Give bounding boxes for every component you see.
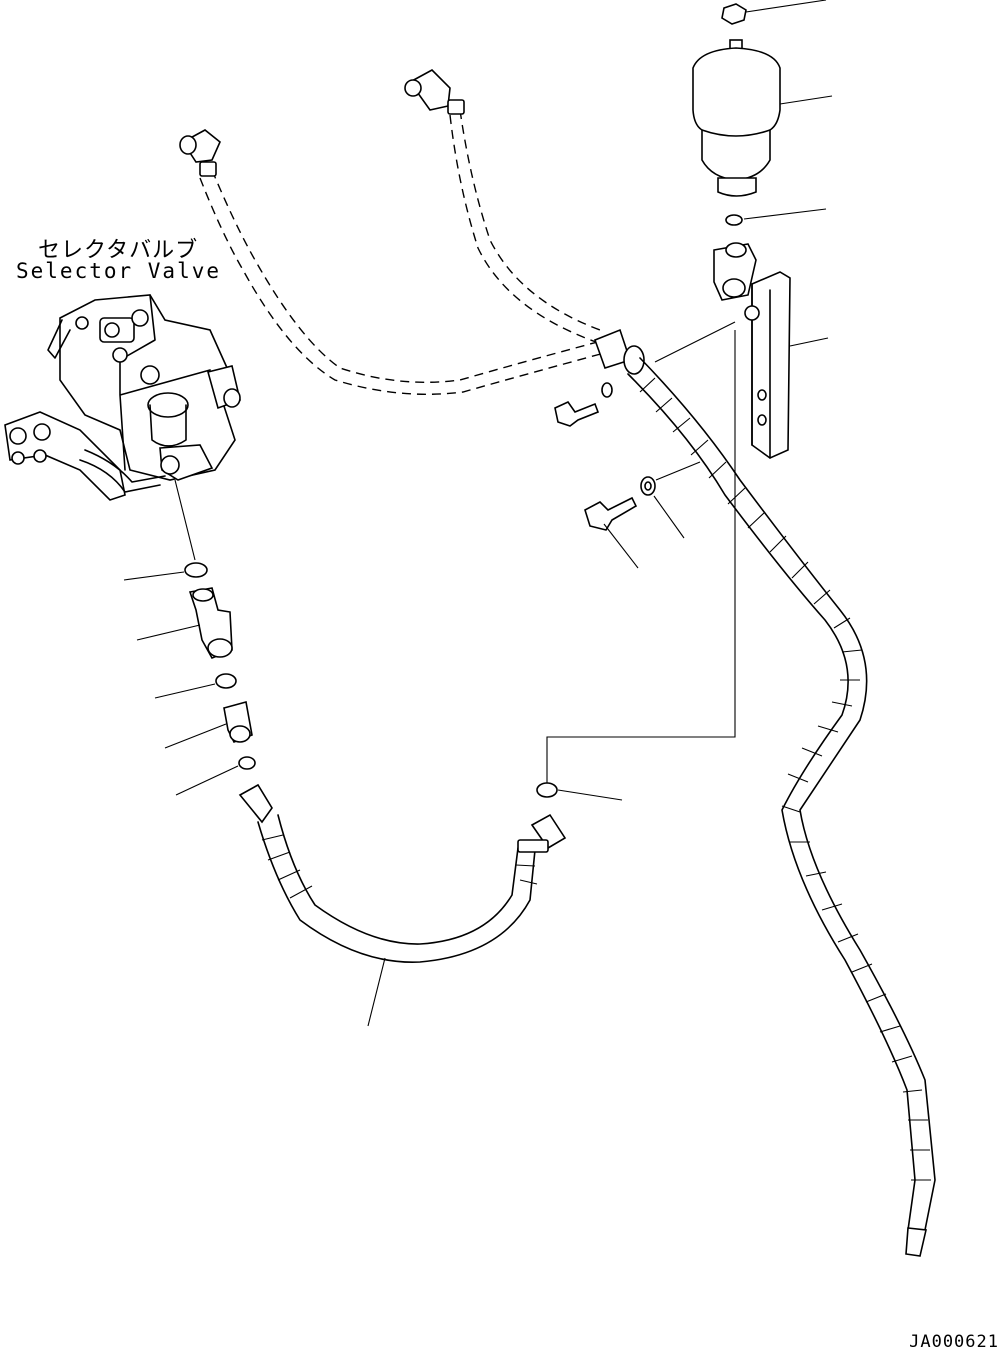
leader-bracket-link xyxy=(546,330,736,783)
bolts-washers xyxy=(554,382,701,569)
o-ring-4 xyxy=(536,782,558,798)
component-label-japanese: セレクタバルブ xyxy=(38,238,199,263)
fitting-stack xyxy=(123,562,256,796)
drawing-code: JA000621 xyxy=(909,1332,999,1352)
component-label-english: Selector Valve xyxy=(16,259,222,283)
bolt-small xyxy=(554,400,600,427)
leader-o-ring-4 xyxy=(557,789,623,801)
filter-o-ring xyxy=(725,214,743,226)
filter-assembly xyxy=(692,0,833,459)
leader-bolt-large xyxy=(603,523,639,569)
o-ring-2 xyxy=(215,673,237,689)
leader-valve xyxy=(174,479,196,561)
leader-adapter xyxy=(164,723,227,749)
leader-o-ring-3 xyxy=(175,765,239,796)
o-ring-1 xyxy=(184,562,208,578)
leader-o-ring-1 xyxy=(123,571,185,581)
filter-body xyxy=(692,47,781,181)
o-ring-3 xyxy=(238,756,256,770)
spiral-tube xyxy=(593,321,936,1257)
bolt-large xyxy=(584,496,638,531)
selector-valve xyxy=(4,294,241,501)
leader-spiral-tube xyxy=(654,321,736,363)
mounting-bracket xyxy=(751,271,791,459)
lower-hose xyxy=(238,783,567,1027)
leader-tee-fitting xyxy=(136,624,201,641)
leader-lower-hose xyxy=(367,957,386,1027)
leader-o-ring-2 xyxy=(154,683,216,699)
washer-small xyxy=(601,382,613,398)
leader-washer-large xyxy=(653,495,685,539)
tube-runs xyxy=(179,69,609,395)
plug-bolt xyxy=(721,3,747,25)
